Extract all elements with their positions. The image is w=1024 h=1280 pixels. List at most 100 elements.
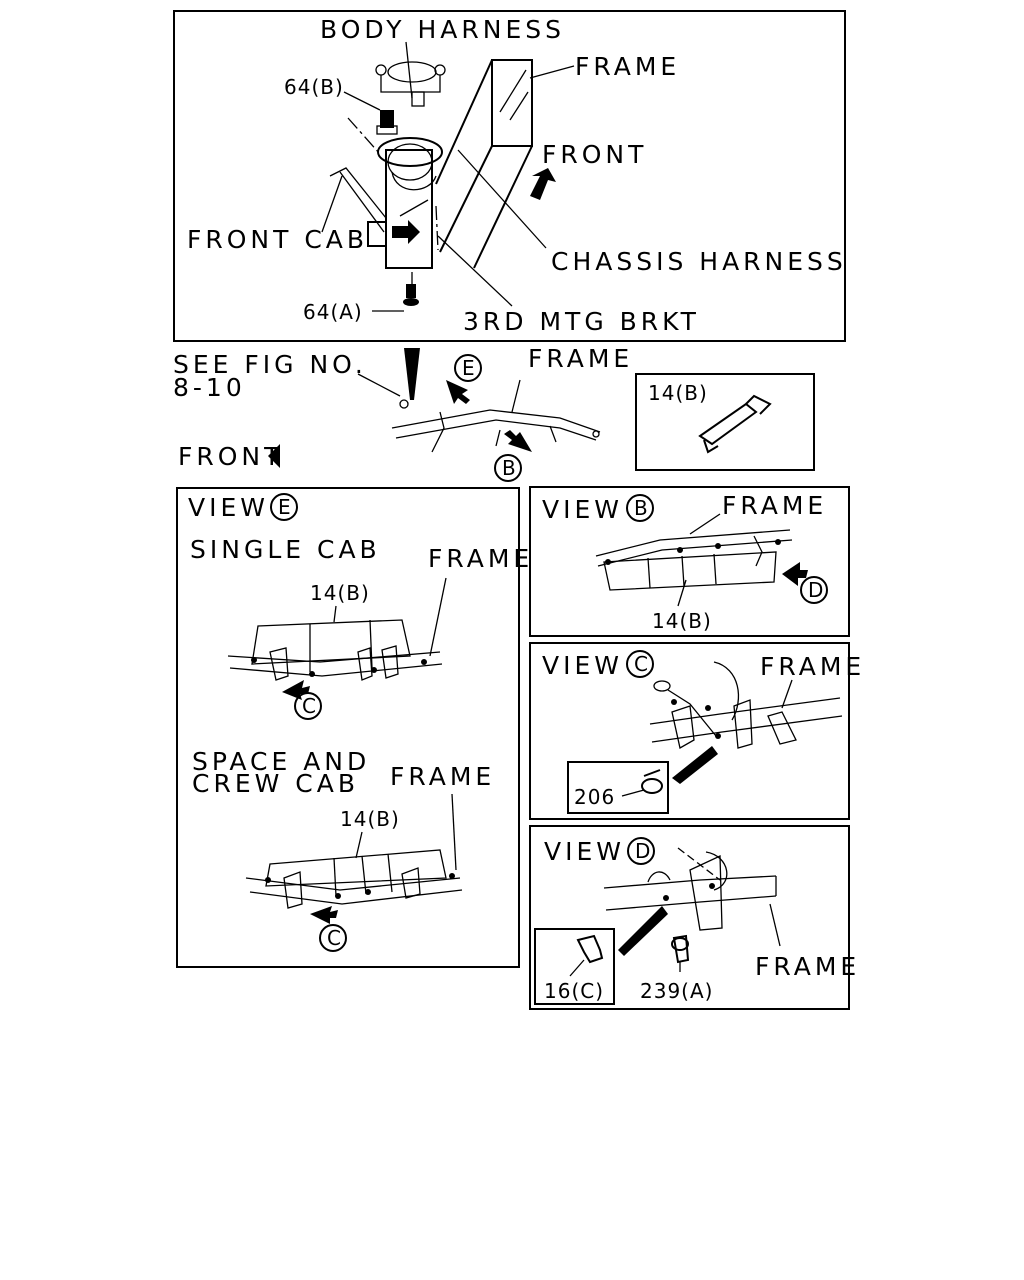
leader-frame-c xyxy=(781,679,793,709)
bracket-part xyxy=(767,711,797,745)
fastener-icon xyxy=(265,877,271,883)
inset-part-label: 14(B) xyxy=(648,381,708,405)
part-16c-box xyxy=(534,928,615,1005)
leader-frame-top xyxy=(529,65,575,79)
leader-frame-overview xyxy=(511,379,521,413)
front-cab-label: FRONT CAB xyxy=(187,225,368,254)
view-d-panel: VIEW D FRAME 16(C) 239(A) xyxy=(529,825,856,1010)
leader-16c xyxy=(569,959,585,977)
view-d-border xyxy=(529,825,850,1010)
leader-chassis-harness xyxy=(457,149,547,249)
inset-border xyxy=(635,373,815,471)
clip-16c-icon xyxy=(576,934,604,964)
fastener-icon xyxy=(663,895,669,901)
clip-foot-icon xyxy=(703,439,719,454)
space-cab-line2: CREW CAB xyxy=(192,769,359,798)
harness-cover xyxy=(251,619,411,665)
clip-14b-icon xyxy=(698,402,758,446)
view-c-arrow-icon xyxy=(310,906,338,924)
frame-label-b: FRAME xyxy=(722,491,827,520)
frame-rail-hatch xyxy=(499,69,527,113)
frame-line xyxy=(651,715,843,743)
view-e-border xyxy=(176,487,520,968)
view-d-marker: D xyxy=(635,839,651,863)
top-panel-border xyxy=(173,10,846,342)
leader-64b xyxy=(343,91,381,111)
leader-body-harness xyxy=(405,41,413,99)
grommet-icon xyxy=(653,680,671,692)
harness-wire xyxy=(705,851,728,891)
leader-14b-e2 xyxy=(355,831,363,859)
fastener-icon xyxy=(335,893,341,899)
frame-label-c: FRAME xyxy=(760,652,865,681)
leader-frame-b xyxy=(689,513,721,535)
part-14b-b: 14(B) xyxy=(652,609,712,633)
detail-pointer-icon xyxy=(672,746,718,784)
body-harness-label: BODY HARNESS xyxy=(320,15,565,44)
bracket-part xyxy=(647,871,671,883)
connector-icon xyxy=(592,430,600,438)
arrow-icon xyxy=(392,220,420,244)
bracket-detail xyxy=(399,199,429,217)
fastener-icon xyxy=(705,705,711,711)
clip-icon xyxy=(434,64,446,76)
view-c-marker-circle xyxy=(626,650,654,678)
marker-c-2: C xyxy=(327,926,342,950)
frame-rail-end xyxy=(491,59,533,147)
leader-see-fig xyxy=(357,373,401,397)
view-e-marker: E xyxy=(278,495,292,519)
pointer-arrow-icon xyxy=(404,348,420,400)
marker-d: D xyxy=(808,578,824,602)
overview-section: SEE FIG NO. 8-10 FRAME FRONT E B xyxy=(173,344,629,482)
part-64a-label: 64(A) xyxy=(303,300,363,324)
frame-bracket xyxy=(549,425,557,443)
cab-edge xyxy=(339,171,385,233)
bracket-part xyxy=(689,854,723,931)
cover-segment xyxy=(681,555,685,587)
clip-icon xyxy=(375,64,387,76)
inset-14b: 14(B) xyxy=(635,373,815,471)
bracket-part xyxy=(671,705,695,750)
cover-segment xyxy=(387,853,393,893)
harness-wire xyxy=(667,689,717,737)
part-64b-label: 64(B) xyxy=(284,75,344,99)
leader-front-cab xyxy=(321,175,343,233)
frame-label-e2: FRAME xyxy=(390,762,495,791)
part-16c-label: 16(C) xyxy=(544,979,604,1003)
frame-line xyxy=(227,651,441,663)
cab-edge xyxy=(329,167,387,219)
frame-outline xyxy=(395,419,597,441)
part-206-label: 206 xyxy=(574,785,615,809)
connector-icon xyxy=(411,91,425,107)
fastener-icon xyxy=(421,659,427,665)
frame-rail-edge xyxy=(435,59,493,185)
frame-line xyxy=(605,895,777,911)
frame-label-e1: FRAME xyxy=(428,544,533,573)
clip-head-icon xyxy=(745,394,772,415)
bracket-part xyxy=(381,645,399,679)
bolt-head-icon xyxy=(671,937,689,951)
centerline xyxy=(435,205,439,251)
view-d-arrow-icon xyxy=(782,562,808,586)
bracket-part xyxy=(733,699,753,749)
bracket-part xyxy=(283,871,303,909)
frame-line xyxy=(229,663,443,677)
leader-14b-e1 xyxy=(333,605,337,623)
harness-cover xyxy=(603,551,777,591)
hidden-line xyxy=(677,847,721,881)
fastener-icon xyxy=(365,889,371,895)
view-c-marker: C xyxy=(634,652,649,676)
bolt-239a-icon xyxy=(672,934,690,964)
frame-line xyxy=(595,529,791,557)
marker-b: B xyxy=(502,456,517,480)
view-c-title: VIEW xyxy=(542,651,623,680)
bracket-line xyxy=(380,75,441,93)
leader-frame-e1 xyxy=(429,577,447,657)
bolt-64a-head xyxy=(403,298,419,306)
body-harness-grommet xyxy=(387,61,437,83)
part-206-box xyxy=(567,761,669,814)
marker-c-1: C xyxy=(302,694,317,718)
frame-bracket xyxy=(495,429,501,447)
see-fig-line1: SEE FIG NO. xyxy=(173,350,367,379)
